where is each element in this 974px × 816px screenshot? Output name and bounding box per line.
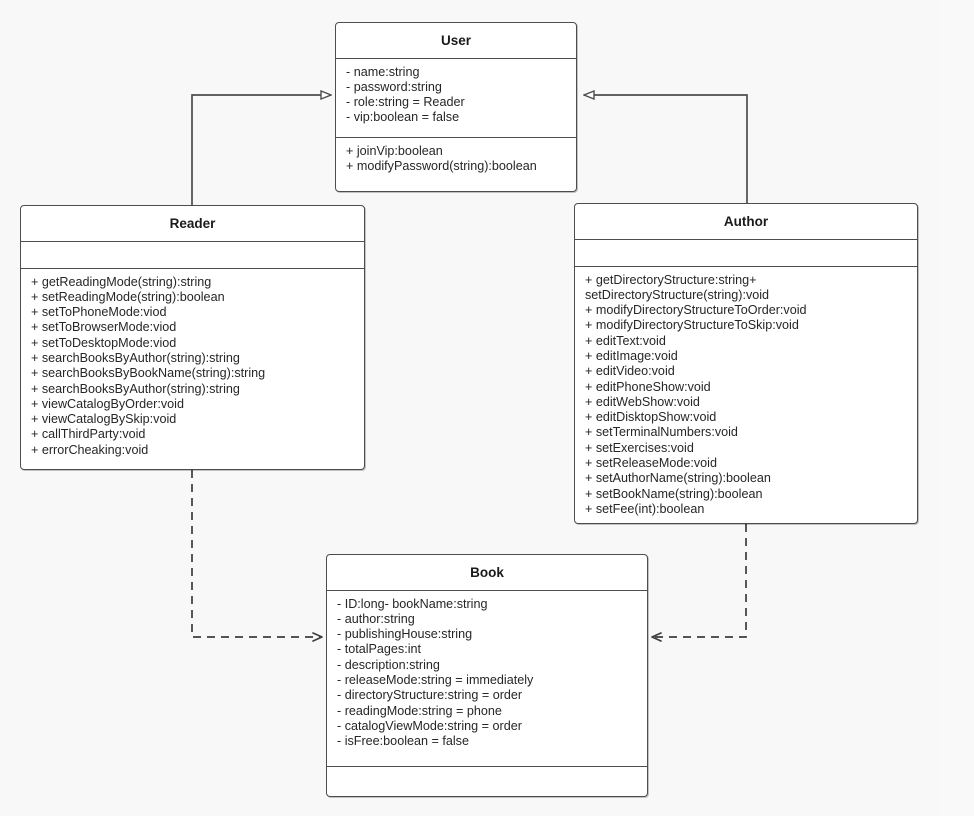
method: + viewCatalogByOrder:void xyxy=(31,396,184,411)
class-box-reader[interactable]: Reader + getReadingMode(string):string +… xyxy=(20,205,365,470)
class-methods-author: + getDirectoryStructure:string+ setDirec… xyxy=(575,267,917,525)
method: + joinVip:boolean xyxy=(346,143,443,158)
method: + searchBooksByBookName(string):string xyxy=(31,366,266,381)
attribute: - password:string xyxy=(346,79,442,94)
method: + setFee(int):boolean xyxy=(585,501,705,516)
method: + editPhoneShow:void xyxy=(585,379,711,394)
method: + editVideo:void xyxy=(585,364,675,379)
method: + setAuthorName(string):boolean xyxy=(585,471,771,486)
attribute: - vip:boolean = false xyxy=(346,110,460,125)
method: + callThirdParty:void xyxy=(31,427,146,442)
class-title-user: User xyxy=(336,23,576,59)
attribute: - name:string xyxy=(346,64,420,79)
attribute: - publishingHouse:string xyxy=(337,627,473,642)
attribute: - releaseMode:string = immediately xyxy=(337,672,534,687)
attribute: - author:string xyxy=(337,611,415,626)
method: + modifyPassword(string):boolean xyxy=(346,158,537,173)
method: + getReadingMode(string):string xyxy=(31,274,212,289)
method: + getDirectoryStructure:string+ setDirec… xyxy=(585,272,770,302)
method: + modifyDirectoryStructureToOrder:void xyxy=(585,303,807,318)
method: + setToDesktopMode:viod xyxy=(31,335,177,350)
class-box-author[interactable]: Author + getDirectoryStructure:string+ s… xyxy=(574,203,918,524)
class-title-author: Author xyxy=(575,204,917,240)
attribute: - description:string xyxy=(337,657,440,672)
method: + setTerminalNumbers:void xyxy=(585,425,738,440)
method: + modifyDirectoryStructureToSkip:void xyxy=(585,318,799,333)
method: + searchBooksByAuthor(string):string xyxy=(31,381,240,396)
class-methods-book xyxy=(327,767,647,780)
class-attributes-author xyxy=(575,240,917,267)
class-box-book[interactable]: Book - ID:long- bookName:string - author… xyxy=(326,554,648,797)
class-attributes-user: - name:string - password:string - role:s… xyxy=(336,59,576,138)
method: + setToPhoneMode:viod xyxy=(31,305,167,320)
method: + setReleaseMode:void xyxy=(585,456,717,471)
class-methods-user: + joinVip:boolean + modifyPassword(strin… xyxy=(336,138,576,182)
attribute: - readingMode:string = phone xyxy=(337,703,502,718)
attribute: - role:string = Reader xyxy=(346,95,465,110)
attribute: - isFree:boolean = false xyxy=(337,734,469,749)
class-attributes-reader xyxy=(21,242,364,269)
method: + searchBooksByAuthor(string):string xyxy=(31,350,240,365)
method: + setExercises:void xyxy=(585,440,694,455)
method: + editText:void xyxy=(585,333,666,348)
class-attributes-book: - ID:long- bookName:string - author:stri… xyxy=(327,591,647,767)
method: + editDisktopShow:void xyxy=(585,410,717,425)
class-methods-reader: + getReadingMode(string):string + setRea… xyxy=(21,269,364,466)
method: + setReadingMode(string):boolean xyxy=(31,289,225,304)
method: + editWebShow:void xyxy=(585,394,700,409)
method: + setBookName(string):boolean xyxy=(585,486,763,501)
attribute: - ID:long- bookName:string xyxy=(337,596,488,611)
attribute: - catalogViewMode:string = order xyxy=(337,718,522,733)
class-box-user[interactable]: User - name:string - password:string - r… xyxy=(335,22,577,192)
method: + viewCatalogBySkip:void xyxy=(31,412,177,427)
method: + errorCheaking:void xyxy=(31,442,149,457)
method: + editImage:void xyxy=(585,348,678,363)
attribute: - directoryStructure:string = order xyxy=(337,688,523,703)
method: + setToBrowserMode:viod xyxy=(31,320,177,335)
class-title-reader: Reader xyxy=(21,206,364,242)
class-title-book: Book xyxy=(327,555,647,591)
attribute: - totalPages:int xyxy=(337,642,422,657)
